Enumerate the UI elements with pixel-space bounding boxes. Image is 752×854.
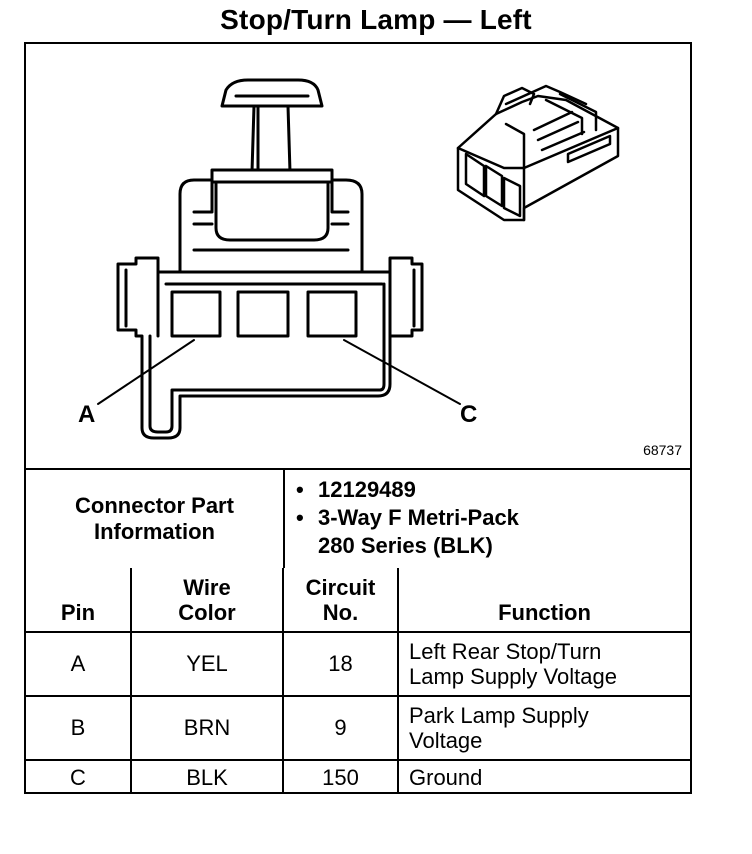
cell-circuit: 150 [282,759,399,794]
connector-info-item: • 3-Way F Metri-Pack 280 Series (BLK) [296,504,686,560]
bullet-icon: • [296,477,304,502]
connector-info-item: • 12129489 [296,476,686,504]
connector-sheet: A C 68737 Connector Part Information • 1… [24,42,692,794]
connector-info-label-line1: Connector Part [75,493,234,518]
cell-circuit: 9 [282,695,399,761]
pin-label-a: A [78,401,95,428]
cell-wire-color: YEL [130,631,284,697]
cell-wire-color: BRN [130,695,284,761]
figure-id: 68737 [643,442,682,458]
pin-label-c: C [460,401,477,428]
connector-diagram: A C 68737 [26,44,690,468]
cavity-c [306,290,358,338]
cell-wire-color: BLK [130,759,284,794]
page-title: Stop/Turn Lamp — Left [220,4,532,35]
callout-line-c [343,339,461,405]
connector-type-line1: 3-Way F Metri-Pack [318,505,519,530]
table-row: C BLK 150 Ground [26,759,690,794]
connector-drawing: A C [78,78,620,440]
cell-function: Ground [397,759,690,794]
connector-info-label: Connector Part Information [26,470,285,568]
header-pin: Pin [26,568,132,633]
cell-pin: C [26,759,132,794]
part-number: 12129489 [318,477,416,502]
callout-line-a [97,339,195,405]
cell-circuit: 18 [282,631,399,697]
latch-tab [220,78,324,174]
cavity-a [170,290,222,338]
bullet-icon: • [296,505,304,530]
connector-upper-housing [178,168,364,278]
connector-isometric-view [456,84,620,222]
connector-info-label-line2: Information [93,519,215,544]
connector-face [116,256,424,440]
cell-pin: A [26,631,132,697]
cell-pin: B [26,695,132,761]
connector-info-list: • 12129489 • 3-Way F Metri-Pack 280 Seri… [296,476,686,560]
connector-type-line2: 280 Series (BLK) [318,533,493,558]
connector-info-row: Connector Part Information • 12129489 • … [26,468,690,568]
header-function: Function [397,568,690,633]
cavity-b [236,290,290,338]
